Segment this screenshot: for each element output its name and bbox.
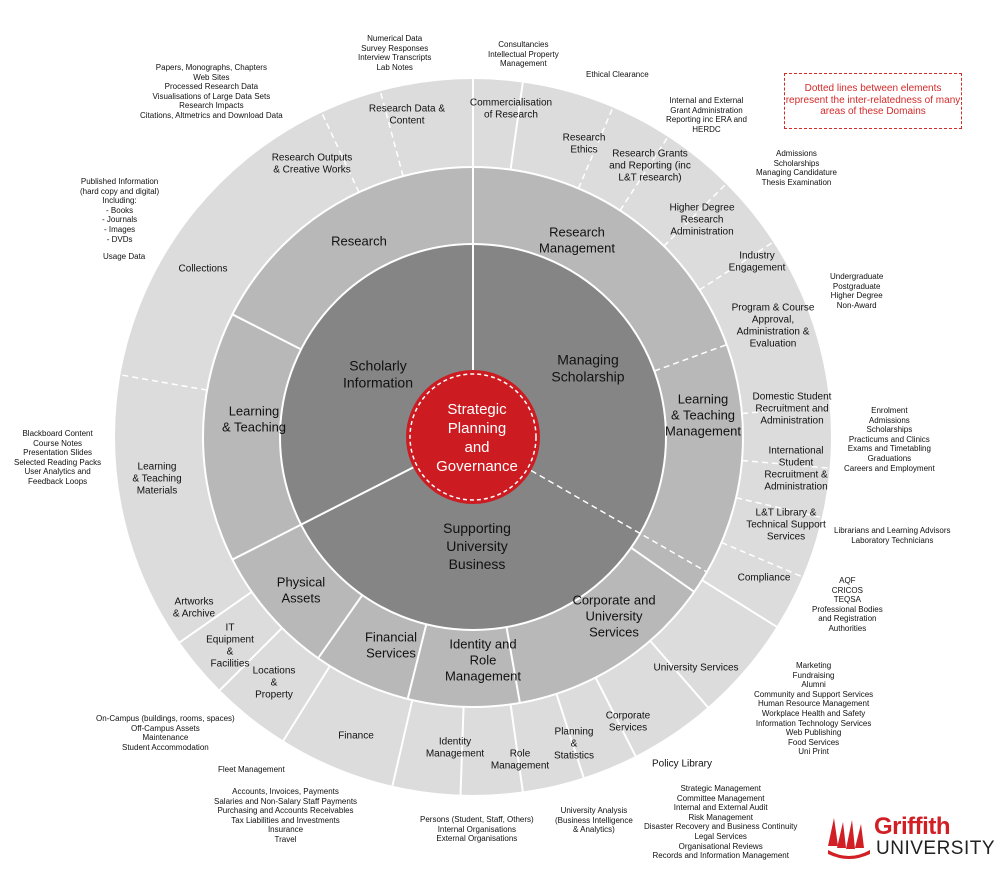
separator-outer-comm bbox=[509, 82, 524, 170]
separator-inner-left bbox=[231, 466, 414, 561]
dotted-rm-ltm bbox=[654, 343, 727, 372]
dotted-inner-right bbox=[530, 469, 708, 573]
separator-outer-identity bbox=[459, 706, 465, 795]
function-research-data-content: Research Data &Content bbox=[369, 104, 445, 127]
function-compliance: Compliance bbox=[738, 573, 791, 584]
griffith-flame-icon bbox=[828, 818, 870, 859]
logo-word-griffith: Griffith bbox=[874, 813, 950, 840]
separator-research-lt bbox=[231, 313, 302, 351]
separator-outer-role bbox=[509, 704, 524, 792]
center-circle bbox=[406, 370, 540, 504]
separator-outer-univ bbox=[649, 640, 709, 708]
ext-ethical-clearance: Ethical Clearance bbox=[586, 70, 649, 79]
dotted-outer-10 bbox=[120, 374, 208, 391]
function-artworks-archive: Artworks& Archive bbox=[173, 597, 216, 620]
ext-fleet-management: Fleet Management bbox=[218, 765, 285, 774]
dotted-outer-1 bbox=[379, 91, 404, 177]
legend-note: Dotted lines between elements represent … bbox=[784, 73, 962, 129]
separator-outer-artworks bbox=[179, 591, 253, 644]
ext-published-info: Published Information (hard copy and dig… bbox=[80, 177, 160, 244]
ring-separators bbox=[179, 79, 778, 795]
separator-ltm-corp bbox=[630, 546, 695, 593]
ext-numerical-data: Numerical Data Survey Responses Intervie… bbox=[358, 34, 432, 72]
ext-strategic-management: Strategic Management Committee Managemen… bbox=[644, 784, 798, 861]
ext-degree-levels: Undergraduate Postgraduate Higher Degree… bbox=[830, 272, 884, 310]
function-research-outputs: Research Outputs& Creative Works bbox=[272, 153, 353, 176]
dotted-outer-4 bbox=[663, 183, 727, 247]
ext-university-analysis: University Analysis (Business Intelligen… bbox=[555, 806, 633, 835]
separator-corp-identity bbox=[505, 626, 521, 704]
separator-identity-finance bbox=[406, 624, 428, 700]
subdomain-learning-teaching: Learning& Teaching bbox=[222, 404, 286, 435]
separator-outer-compliance bbox=[701, 579, 778, 628]
dotted-outer-3 bbox=[619, 136, 669, 211]
function-planning-statistics: Planning&Statistics bbox=[554, 727, 594, 762]
separator-outer-corp-serv bbox=[594, 677, 637, 757]
ext-consultancies: Consultancies Intellectual Property Mana… bbox=[488, 40, 559, 69]
ext-admissions-hdr: Admissions Scholarships Managing Candida… bbox=[756, 149, 837, 187]
dotted-outer-11 bbox=[321, 112, 360, 193]
ext-librarians: Librarians and Learning Advisors Laborat… bbox=[834, 526, 951, 545]
ext-grant-admin: Internal and External Grant Administrati… bbox=[666, 96, 747, 134]
dotted-outer-8 bbox=[735, 497, 822, 519]
dotted-outer-9 bbox=[721, 541, 803, 578]
dotted-outer-7 bbox=[741, 459, 830, 469]
dotted-outer-2 bbox=[577, 107, 614, 189]
ext-persons: Persons (Student, Staff, Others) Interna… bbox=[420, 815, 534, 844]
ext-aqf: AQF CRICOS TEQSA Professional Bodies and… bbox=[812, 576, 883, 633]
function-locations-property: Locations&Property bbox=[253, 666, 296, 701]
ext-enrolment: Enrolment Admissions Scholarships Practi… bbox=[844, 406, 935, 473]
logo-word-university: UNIVERSITY bbox=[876, 838, 996, 859]
function-finance: Finance bbox=[338, 731, 374, 742]
separator-outer-planning bbox=[555, 693, 585, 778]
subdomain-research: Research bbox=[331, 234, 387, 249]
ext-on-campus: On-Campus (buildings, rooms, spaces) Off… bbox=[96, 714, 235, 752]
ext-usage-data: Usage Data bbox=[103, 252, 146, 261]
dotted-outer-6 bbox=[741, 405, 830, 415]
separator-outer-it bbox=[219, 627, 283, 691]
function-policy-library: Policy Library bbox=[652, 759, 712, 770]
relatedness-dotted-lines bbox=[120, 91, 830, 578]
separator-outer-locations bbox=[282, 665, 331, 742]
separator-outer-finance bbox=[391, 699, 414, 787]
function-collections: Collections bbox=[179, 264, 228, 275]
griffith-logo: Griffith UNIVERSITY bbox=[826, 813, 995, 864]
separator-finance-physical bbox=[317, 594, 364, 659]
ext-papers: Papers, Monographs, Chapters Web Sites P… bbox=[140, 63, 283, 120]
center-dashed-border bbox=[409, 373, 537, 501]
function-university-services: University Services bbox=[653, 663, 738, 674]
ext-marketing: Marketing Fundraising Alumni Community a… bbox=[754, 661, 874, 757]
ext-blackboard: Blackboard Content Course Notes Presenta… bbox=[14, 429, 102, 486]
dotted-outer-5 bbox=[699, 241, 774, 291]
ext-accounts: Accounts, Invoices, Payments Salaries an… bbox=[214, 787, 358, 844]
